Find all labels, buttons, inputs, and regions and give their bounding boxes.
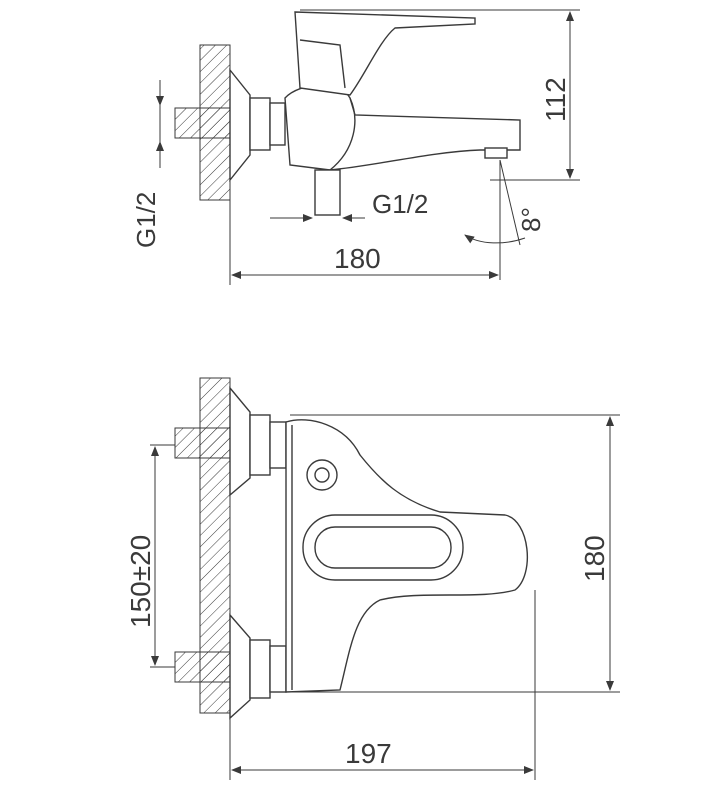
upper-nut-2 bbox=[269, 421, 287, 469]
handle-lever bbox=[294, 11, 476, 96]
upper-nut bbox=[249, 414, 271, 476]
handle-detail bbox=[299, 39, 346, 89]
nut bbox=[249, 97, 271, 151]
dim-spacing-label: 150±20 bbox=[125, 535, 156, 628]
dim-outlet-label: G1/2 bbox=[372, 189, 428, 219]
inlet-pipe bbox=[174, 107, 231, 139]
lower-nut bbox=[249, 639, 271, 699]
diverter bbox=[314, 169, 341, 216]
dim-height-label: 112 bbox=[540, 77, 571, 122]
dim-inlet-label: G1/2 bbox=[131, 192, 161, 248]
body-seam bbox=[329, 97, 356, 171]
diverter-knob-inner bbox=[314, 467, 330, 483]
dim-length-label-top: 197 bbox=[345, 738, 392, 769]
dim-length-label: 180 bbox=[334, 243, 381, 274]
lower-escutcheon bbox=[229, 613, 251, 720]
dim-angle-label: 8° bbox=[516, 207, 546, 232]
side-view: 112 G1/2 G1/2 8° 180 bbox=[131, 9, 580, 285]
lower-nut-2 bbox=[269, 645, 287, 693]
lower-pipe bbox=[174, 651, 231, 683]
spout-angle-line bbox=[499, 159, 521, 246]
escutcheon bbox=[229, 68, 251, 182]
upper-escutcheon bbox=[229, 386, 251, 497]
top-view: 180 150±20 197 bbox=[125, 377, 620, 780]
angle-arc bbox=[464, 234, 526, 244]
handle-slot bbox=[314, 526, 452, 569]
dim-depth-label: 180 bbox=[579, 535, 610, 582]
spout-outlet bbox=[484, 147, 508, 159]
upper-pipe bbox=[174, 427, 231, 459]
nut-2 bbox=[269, 102, 286, 146]
